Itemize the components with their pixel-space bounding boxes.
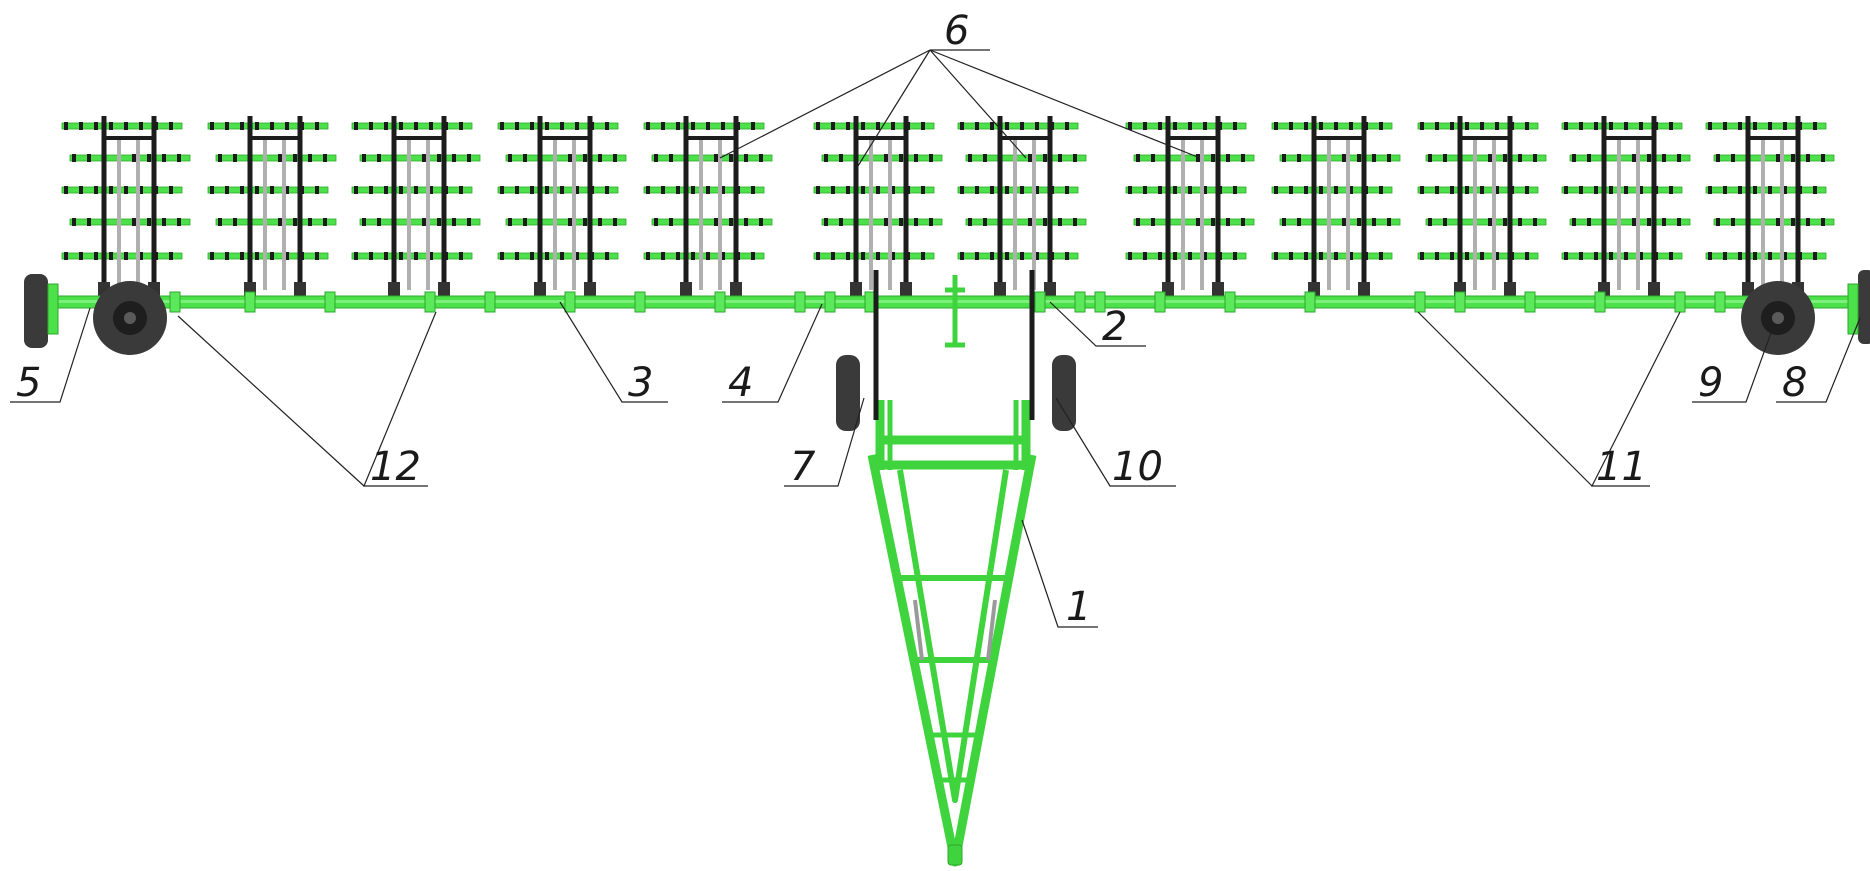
tine-section <box>1561 116 1691 298</box>
beam-bracket <box>1094 291 1106 313</box>
beam-bracket <box>1034 291 1046 313</box>
tine-section <box>1125 116 1255 298</box>
callout-2: 2 <box>1102 304 1127 350</box>
beam-bracket <box>1414 291 1426 313</box>
beam-brackets <box>169 291 1726 313</box>
callout-labels: 1 2 3 4 5 6 7 8 9 10 11 12 <box>16 8 1807 630</box>
callout-9: 9 <box>1698 360 1723 406</box>
beam-bracket <box>634 291 646 313</box>
drawbar-springs <box>913 599 997 661</box>
hitch-eye <box>947 844 963 866</box>
tine-section <box>497 116 627 298</box>
beam-bracket <box>1304 291 1316 313</box>
transport-wheel-right <box>1052 355 1076 431</box>
tine-section <box>61 116 191 298</box>
callout-5: 5 <box>16 360 41 406</box>
beam-bracket <box>324 291 336 313</box>
beam-bracket <box>714 291 726 313</box>
tine-section <box>351 116 481 298</box>
beam-bracket <box>1524 291 1536 313</box>
center-post <box>945 275 965 348</box>
wheel-right-outer <box>1858 270 1870 344</box>
drawbar-frame <box>867 400 1037 867</box>
beam-bracket <box>1224 291 1236 313</box>
beam-bracket <box>1714 291 1726 313</box>
callout-8: 8 <box>1782 360 1807 406</box>
beam-bracket <box>1154 291 1166 313</box>
wheel-right-main <box>1741 281 1815 355</box>
beam-bracket <box>1594 291 1606 313</box>
leader-lines <box>10 49 1861 628</box>
beam-bracket <box>484 291 496 313</box>
beam-bracket <box>794 291 806 313</box>
beam-bracket <box>824 291 836 313</box>
beam-bracket <box>1454 291 1466 313</box>
callout-10: 10 <box>1112 444 1163 490</box>
tine-section <box>813 116 943 298</box>
beam-bracket <box>1074 291 1086 313</box>
callout-6: 6 <box>944 8 969 54</box>
beam-bracket <box>1674 291 1686 313</box>
wheel-left-outer <box>24 274 48 348</box>
tine-section <box>957 116 1087 298</box>
callout-12: 12 <box>370 444 421 490</box>
beam-bracket <box>424 291 436 313</box>
beam-bracket <box>564 291 576 313</box>
transport-wheel-left <box>836 355 860 431</box>
tine-section <box>1417 116 1547 298</box>
callout-7: 7 <box>790 444 816 490</box>
callout-1: 1 <box>1066 584 1091 630</box>
tine-section <box>643 116 773 298</box>
beam-bracket <box>244 291 256 313</box>
lift-arms <box>873 270 1035 420</box>
tine-section <box>207 116 337 298</box>
callout-3: 3 <box>628 360 653 406</box>
tine-section <box>1705 116 1835 298</box>
tine-sections <box>61 116 1835 298</box>
wheel-left-main <box>93 281 167 355</box>
beam-bracket <box>169 291 181 313</box>
tine-section <box>1271 116 1401 298</box>
callout-4: 4 <box>728 360 753 406</box>
callout-11: 11 <box>1596 444 1647 490</box>
